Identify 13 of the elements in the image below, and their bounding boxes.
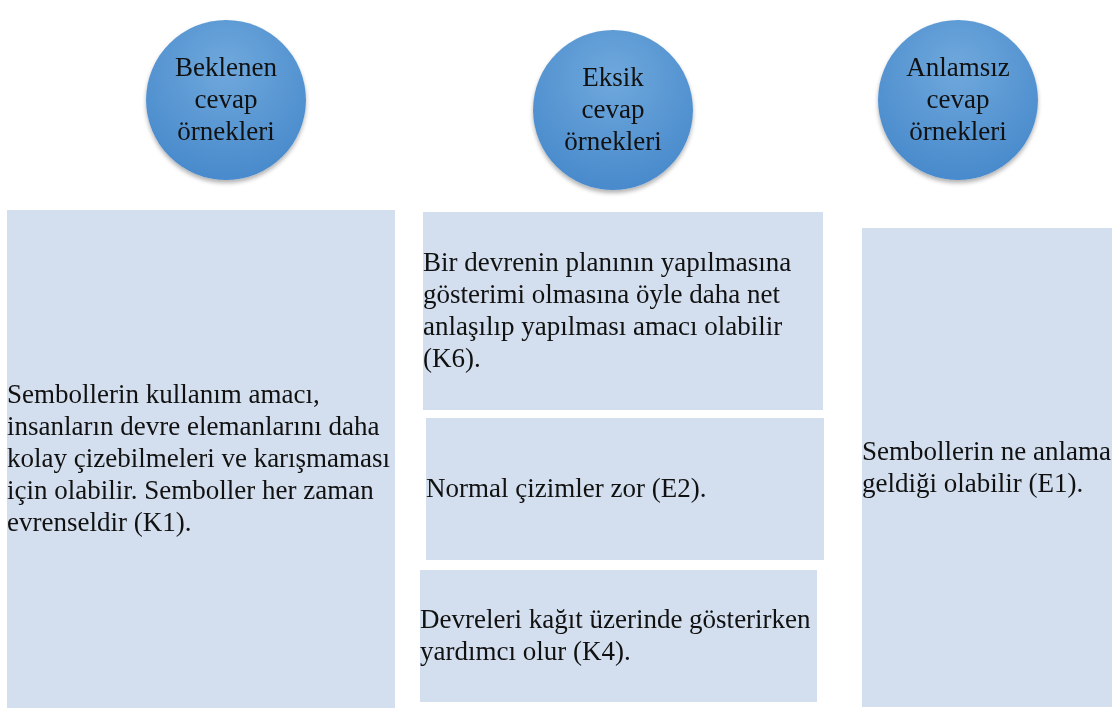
- text-box: [7, 210, 395, 708]
- category-label: Anlamsız cevap örnekleri: [905, 52, 1011, 148]
- category-label: Eksik cevap örnekleri: [563, 62, 663, 158]
- answer-text: Normal çizimler zor (E2).: [426, 473, 707, 505]
- text-box: [423, 212, 823, 410]
- answer-text: Sembollerin ne anlama geldiği olabilir (E1).: [862, 435, 1112, 500]
- answer-text: Devreleri kağıt üzerinde gösterirken yardımcı olur (K4).: [420, 604, 812, 668]
- text-box: [862, 228, 1112, 707]
- answer-text: Sembollerin kullanım amacı, insanların devre elemanlarını daha kolay çizebilmeleri ve karışmaması için olabilir. Semboller her zaman evrenseldir (K1).: [7, 379, 392, 539]
- text-box: [420, 570, 817, 702]
- answer-text: Bir devrenin planının yapılmasına gösterimi olmasına öyle daha net anlaşılıp yapılması amacı olabilir (K6).: [423, 247, 793, 375]
- category-label: Beklenen cevap örnekleri: [174, 52, 278, 148]
- text-box: [426, 418, 824, 560]
